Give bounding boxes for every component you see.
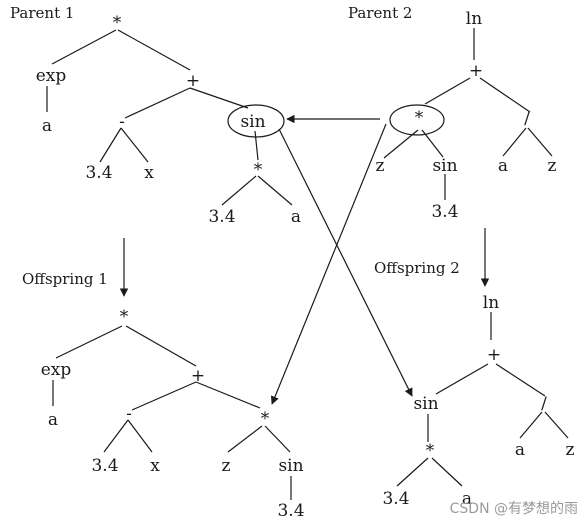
- offspring2-sin-node: sin: [413, 394, 438, 414]
- parent1-edge: [120, 127, 149, 163]
- parent2-div-node: /: [524, 109, 530, 129]
- parent1-edge: [99, 127, 122, 163]
- parent2-subtree-to-offspring1-arrow: [270, 123, 387, 405]
- offspring1-edge: [195, 381, 261, 409]
- parent2-mul-left: z: [376, 156, 385, 176]
- parent2-sin-arg: 3.4: [431, 202, 458, 222]
- offspring2-edge: [431, 457, 463, 487]
- offspring1-minus-right: x: [150, 456, 160, 476]
- offspring1-plus-node: +: [191, 366, 205, 386]
- offspring2-div-node: /: [541, 394, 547, 414]
- parent2-root-ln: ln: [466, 9, 482, 29]
- offspring2-root-ln: ln: [483, 293, 499, 313]
- offspring1-edge: [55, 325, 123, 359]
- parent1-edge: [257, 175, 293, 206]
- parent1-minus-right: x: [144, 163, 154, 183]
- offspring1-edge: [125, 325, 197, 367]
- parent1-edge: [124, 87, 191, 119]
- parent1-title: Parent 1: [10, 4, 74, 22]
- offspring2-div-right: z: [566, 440, 575, 460]
- offspring2-mul-right: a: [462, 489, 472, 509]
- parent1-edge: [189, 87, 249, 109]
- offspring1-root-op: *: [120, 307, 129, 327]
- parent1-tree: * exp a + - 3.4 x sin * 3.4 a: [36, 13, 301, 227]
- offspring2-edge: [495, 363, 546, 397]
- parent1-root-op: *: [113, 13, 122, 33]
- offspring2-div-left: a: [515, 440, 525, 460]
- parent1-mul-left: 3.4: [208, 207, 235, 227]
- offspring1-edge: [103, 419, 129, 453]
- offspring1-mul-node: *: [261, 409, 270, 429]
- parent1-minus-node: -: [119, 112, 125, 132]
- parent1-subtree-to-offspring2-arrow: [278, 128, 413, 397]
- flow-arrows: [119, 114, 490, 405]
- offspring2-edge: [519, 411, 543, 439]
- parent1-sin-mul-node: *: [254, 160, 263, 180]
- parent1-minus-left: 3.4: [85, 163, 112, 183]
- offspring1-minus-node: -: [126, 404, 132, 424]
- offspring2-title: Offspring 2: [374, 259, 460, 277]
- parent2-sin-node: sin: [432, 156, 457, 176]
- parent1-selected-subtree-ring: [227, 104, 285, 138]
- offspring1-title: Offspring 1: [22, 270, 108, 288]
- offspring2-plus-node: +: [487, 345, 501, 365]
- watermark: CSDN @有梦想的雨: [450, 501, 578, 517]
- parent1-edge: [51, 29, 117, 65]
- offspring1-tree: * exp a + - 3.4 x * z sin 3.4: [41, 307, 305, 521]
- offspring2-sin-mul-node: *: [426, 441, 435, 461]
- offspring1-mul-left: z: [222, 456, 231, 476]
- parent1-edge: [221, 175, 257, 206]
- offspring1-edge: [127, 419, 153, 453]
- offspring1-exp-arg: a: [48, 410, 58, 430]
- offspring2-edge: [544, 411, 569, 439]
- parent2-edge: [527, 127, 553, 157]
- parent2-plus-node: +: [469, 61, 483, 81]
- parent2-mul-node: *: [415, 108, 424, 128]
- parent2-div-right: z: [548, 156, 557, 176]
- parent1-plus-node: +: [186, 71, 200, 91]
- parent2-edge: [424, 77, 471, 105]
- offspring2-tree: ln + sin * 3.4 a / a z: [382, 293, 574, 509]
- parent1-exp-node: exp: [36, 66, 67, 86]
- offspring1-sin-node: sin: [278, 456, 303, 476]
- offspring2-edge: [396, 457, 429, 487]
- parent1-edge: [117, 29, 191, 71]
- parent1-edge: [254, 130, 259, 161]
- parent2-div-left: a: [498, 156, 508, 176]
- offspring2-mul-left: 3.4: [382, 489, 409, 509]
- parent2-tree: ln + * z sin 3.4 / a z: [376, 9, 557, 222]
- offspring1-edge: [264, 425, 291, 453]
- offspring1-minus-left: 3.4: [91, 456, 118, 476]
- parent2-edge: [479, 77, 531, 113]
- parent2-edge: [383, 129, 419, 159]
- parent1-exp-arg: a: [42, 116, 52, 136]
- offspring1-sin-arg: 3.4: [277, 501, 304, 521]
- offspring1-edge: [131, 381, 197, 411]
- parent1-mul-right: a: [291, 207, 301, 227]
- offspring2-edge: [435, 363, 489, 395]
- offspring1-edge: [227, 425, 263, 453]
- offspring1-exp-node: exp: [41, 360, 72, 380]
- parent1-sin-node: sin: [240, 112, 265, 132]
- parent2-title: Parent 2: [348, 4, 412, 22]
- parent2-edge: [502, 127, 527, 157]
- parent2-selected-subtree-ring: [389, 104, 445, 136]
